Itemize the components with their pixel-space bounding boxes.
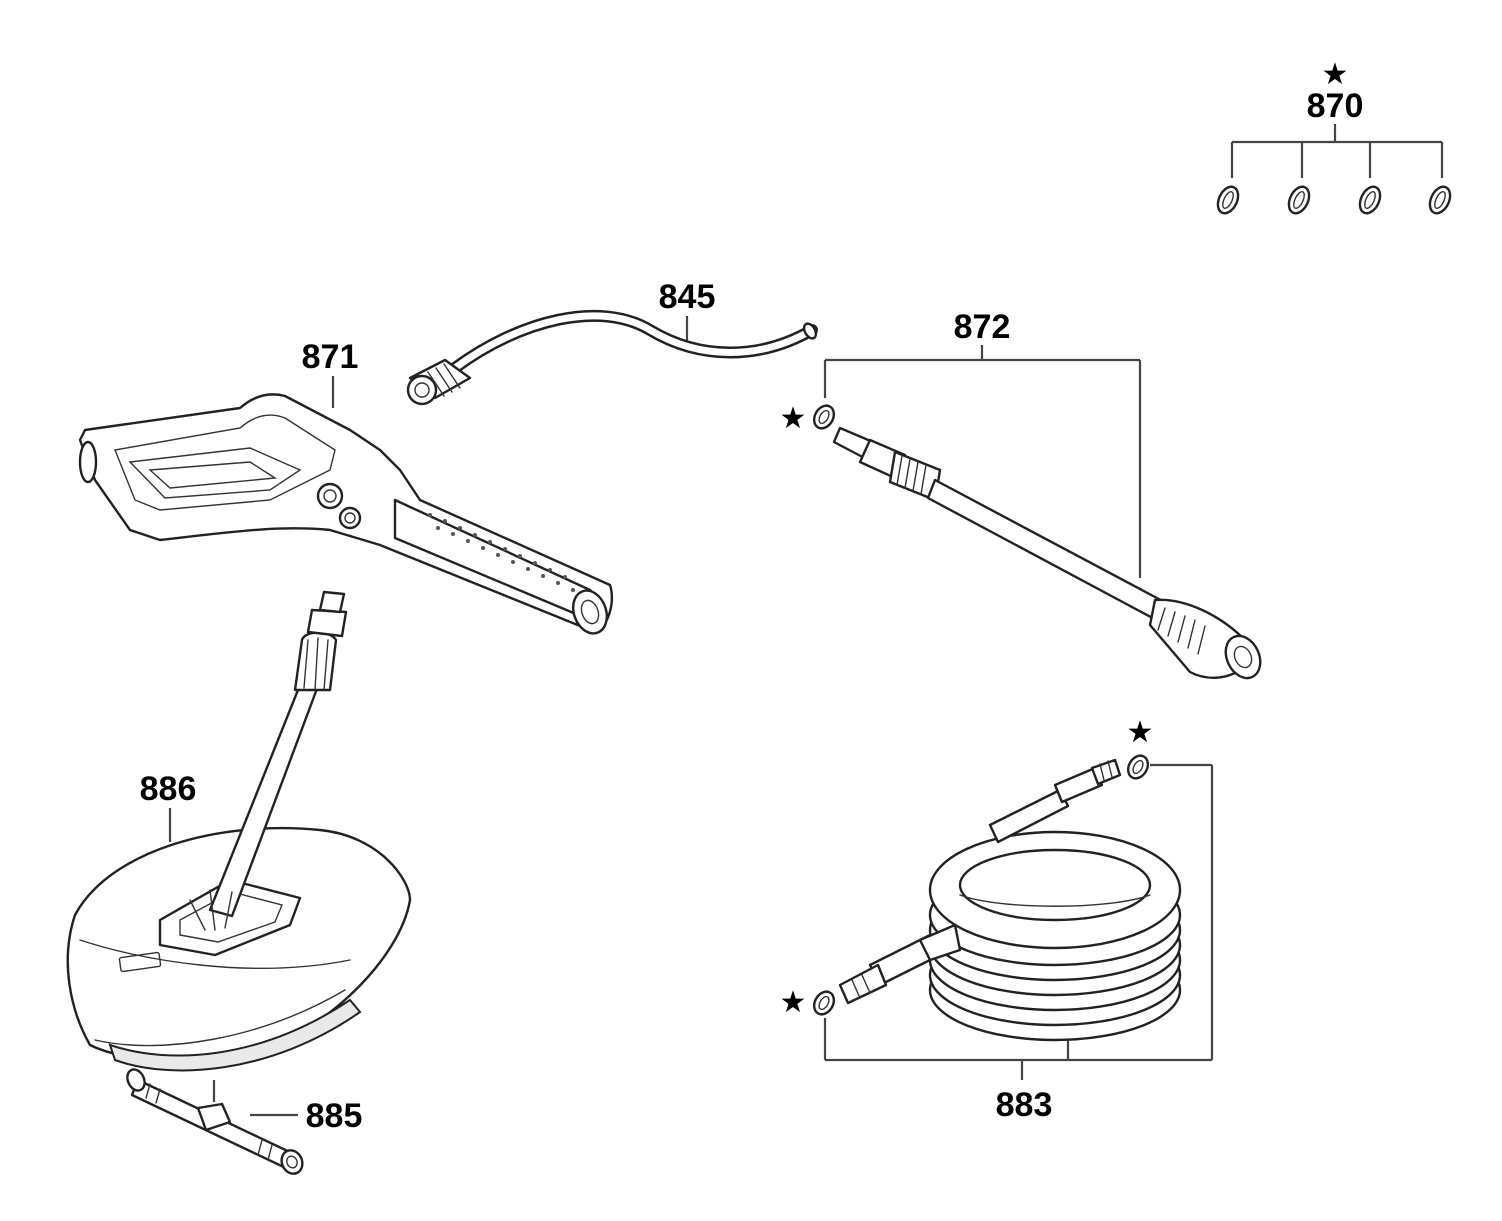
part-885-label[interactable]: 885 — [306, 1097, 363, 1135]
oring-icon — [1358, 185, 1382, 215]
oring-icon — [1428, 185, 1452, 215]
surface-cleaner-icon — [66, 590, 412, 1072]
oring-icon — [1216, 185, 1240, 215]
part-870-leader-bracket — [1230, 124, 1444, 178]
part-886-label[interactable]: 886 — [140, 770, 197, 808]
part-845-hose: 845 — [406, 278, 818, 406]
oring-icon — [1126, 754, 1150, 780]
lance-icon — [832, 426, 1262, 680]
oring-icon — [812, 404, 836, 430]
part-883-star-marker-top: ★ — [1127, 715, 1154, 750]
nozzle-bar-icon — [126, 1068, 304, 1175]
part-872-label[interactable]: 872 — [954, 308, 1011, 346]
trigger-gun-icon — [78, 393, 614, 635]
part-883-hose-coil: ★ ★ 883 — [780, 715, 1214, 1124]
part-845-label[interactable]: 845 — [659, 278, 716, 316]
part-872-spray-lance: 872 ★ — [780, 308, 1262, 680]
part-872-star-marker: ★ — [780, 401, 807, 436]
grip-texture — [428, 513, 575, 592]
part-870-star-marker: ★ — [1322, 57, 1349, 92]
hose-coil-icon — [838, 758, 1182, 1042]
part-883-star-marker-bottom: ★ — [780, 985, 807, 1020]
part-883-label[interactable]: 883 — [996, 1086, 1053, 1124]
part-870-oring-set: ★ 870 — [1216, 57, 1452, 215]
part-885-nozzle-bar: 885 — [126, 1068, 363, 1175]
oring-icon — [1287, 185, 1311, 215]
part-871-label[interactable]: 871 — [302, 338, 359, 376]
part-886-surface-cleaner: 886 — [66, 590, 412, 1072]
hose-icon — [406, 309, 818, 406]
part-883-leader-bracket — [823, 763, 1214, 1080]
part-872-leader-bracket — [823, 345, 1142, 578]
part-870-label[interactable]: 870 — [1307, 87, 1364, 125]
part-871-trigger-gun: 871 — [78, 338, 614, 635]
oring-icon — [812, 990, 836, 1016]
